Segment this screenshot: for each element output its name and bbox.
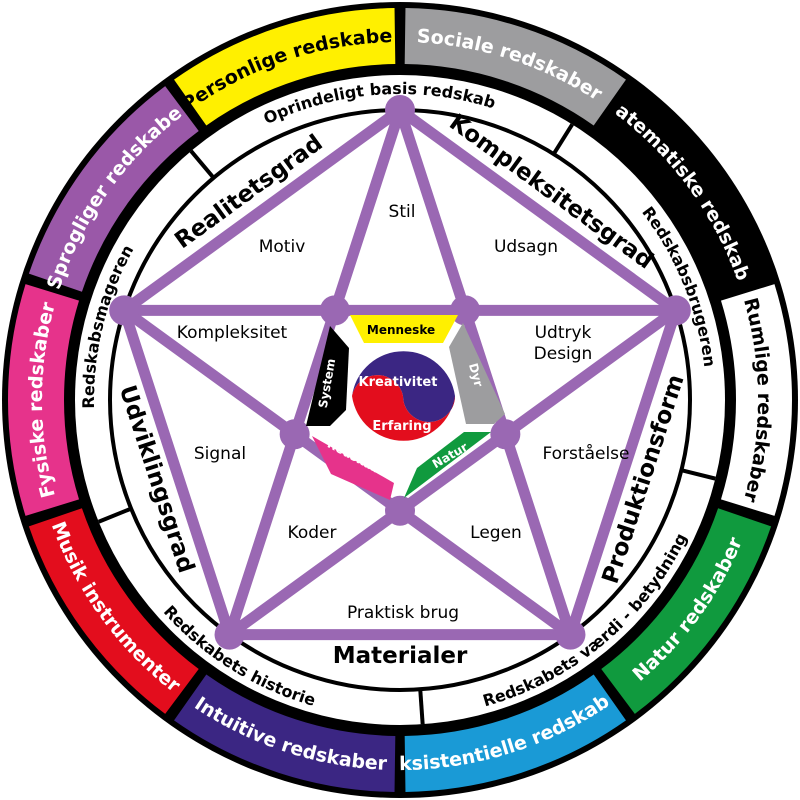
node-dot xyxy=(660,295,691,326)
region-right-arm-2: Design xyxy=(534,344,593,364)
pentagon-outline xyxy=(118,104,682,641)
node-dots xyxy=(109,95,691,650)
region-labels: Stil Motiv Udsagn Kompleksitet Udtryk De… xyxy=(177,202,630,623)
outer-segment-sociale-redskaber xyxy=(404,8,626,126)
center-top-half xyxy=(352,351,455,422)
region-right-lower: Forståelse xyxy=(542,443,629,464)
region-left-lower: Signal xyxy=(194,444,246,464)
core-label-menneske: Menneske xyxy=(367,323,435,337)
node-dot xyxy=(109,295,140,326)
middle-divider xyxy=(418,689,425,725)
core-redskab xyxy=(312,436,394,500)
middle-ring-dividers xyxy=(97,123,716,725)
node-dot xyxy=(450,295,481,326)
region-right-arm-1: Udtryk xyxy=(535,323,592,343)
core-pentagon: Menneske Dyr Natur Redskab System xyxy=(306,315,505,500)
center-circle: Kreativitet Erfaring xyxy=(347,345,459,457)
star-lines xyxy=(118,104,682,641)
region-bottom-left: Koder xyxy=(288,523,337,543)
node-dot xyxy=(385,495,415,526)
outer-segment-rumlige-redskaber xyxy=(720,284,792,516)
core-menneske xyxy=(350,315,458,343)
middle-divider xyxy=(189,149,216,180)
pentagram xyxy=(109,95,691,650)
node-dot xyxy=(279,419,310,450)
center-label-bottom: Erfaring xyxy=(372,419,431,434)
edge-label-materialer: Materialer xyxy=(333,643,468,669)
node-dot xyxy=(555,619,586,650)
center-label-top: Kreativitet xyxy=(359,375,438,390)
middle-divider xyxy=(97,506,132,524)
outer-segment-matematiske-redskaber xyxy=(601,86,772,292)
outer-segment-fysiske-redskaber xyxy=(8,284,80,516)
node-dot xyxy=(385,95,415,125)
region-bottom: Praktisk brug xyxy=(347,603,459,623)
core-label-dyr: Dyr xyxy=(466,362,486,389)
outer-segment-personlige-redskaber xyxy=(174,8,396,126)
middle-divider xyxy=(680,468,716,481)
node-dot xyxy=(214,619,245,650)
outer-segment-eksistentielle-redskaber xyxy=(404,674,626,792)
region-upper-right: Udsagn xyxy=(494,237,558,257)
region-top: Stil xyxy=(389,202,416,222)
center-bottom-half xyxy=(352,375,455,441)
region-bottom-right: Legen xyxy=(470,523,522,543)
core-natur xyxy=(404,432,491,498)
core-system xyxy=(306,326,349,426)
outer-segment-sprogliger-redskaber xyxy=(28,86,199,292)
node-dot xyxy=(319,295,350,326)
region-left-arm: Kompleksitet xyxy=(177,323,288,343)
core-dyr xyxy=(449,323,505,424)
outer-segment-musik-instrumenter xyxy=(28,508,199,714)
outer-segment-intuitive-redskaber xyxy=(174,674,396,792)
region-upper-left: Motiv xyxy=(259,237,306,257)
node-dot xyxy=(490,419,521,450)
outer-segment-natur-redskaber xyxy=(601,508,772,714)
middle-divider xyxy=(551,123,574,156)
